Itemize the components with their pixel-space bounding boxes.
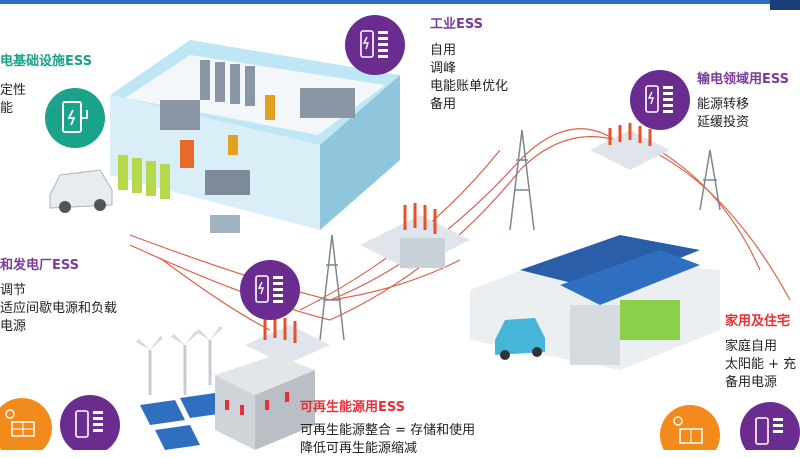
residential-line-3: 备用电源 [725,375,778,390]
substation-center [360,203,470,270]
transmission-line-2: 延缓投资 [697,115,750,130]
solar-panel-icon [0,398,52,450]
battery-icon [240,260,300,320]
solar-panel-icon [660,405,720,450]
ev-charger-icon [45,88,105,148]
renewable-farm [136,326,315,450]
residential-title: 家用及住宅 [725,314,791,329]
substation-top-right [590,123,670,170]
battery-icon [60,395,120,450]
power-plant-line-2: 适应间歇电源和负载 [0,301,118,316]
industrial-line-4: 备用 [430,97,457,112]
transmission-towers [319,129,721,341]
substation-lower-left [245,316,330,365]
power-plant-line-3: 电源 [0,319,27,334]
renewable-line-1: 可再生能源整合 = 存储和使用 [300,423,476,438]
grid-infra-line-1: 定性 [0,83,27,98]
grid-infra-title: 电基础设施ESS [0,54,93,69]
transmission-title: 输电领域用ESS [697,72,790,87]
industrial-line-3: 电能账单优化 [430,79,509,94]
ev-charging-station [49,155,170,213]
grid-infra-line-2: 能 [0,101,14,116]
battery-icon [345,15,405,75]
industrial-line-1: 自用 [430,43,457,58]
top-accent-bar [0,0,800,4]
residential-line-2: 太阳能 + 充 [725,357,797,372]
battery-icon [630,70,690,130]
industrial-factory [110,40,400,233]
power-plant-title: 和发电厂ESS [0,258,80,273]
industrial-line-2: 调峰 [430,61,457,76]
power-plant-line-1: 调节 [0,283,27,298]
top-corner-accent [770,0,800,10]
industrial-title: 工业ESS [430,17,484,32]
renewable-title: 可再生能源用ESS [300,400,406,415]
residential-line-1: 家庭自用 [725,339,778,354]
renewable-line-2: 降低可再生能源缩减 [300,441,418,456]
residential-house [470,235,720,370]
battery-icon [740,402,800,450]
transmission-line-1: 能源转移 [697,97,750,112]
